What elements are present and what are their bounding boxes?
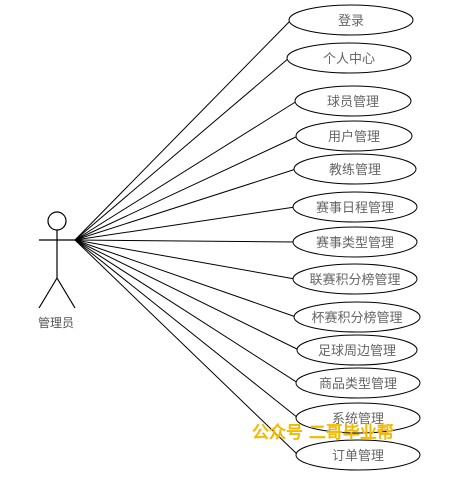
use-case-ellipse	[292, 191, 418, 223]
use-case-ellipse	[296, 334, 418, 366]
association-line	[74, 239, 299, 456]
use-case-label: 杯赛积分榜管理	[311, 310, 402, 326]
use-case-label: 订单管理	[332, 449, 384, 464]
association-line	[74, 57, 290, 241]
use-case-ellipse	[292, 226, 418, 258]
use-case-ellipse	[295, 367, 421, 399]
actor-right-leg	[56, 277, 76, 309]
association-line	[74, 239, 296, 243]
association-line	[74, 206, 296, 241]
use-case-ellipse	[295, 120, 413, 152]
use-case-label: 系统管理	[332, 412, 384, 427]
use-case-label: 登录	[338, 14, 364, 29]
use-case-label: 赛事类型管理	[316, 235, 394, 251]
use-case-ellipse	[294, 85, 412, 117]
use-case-label: 教练管理	[329, 162, 381, 178]
use-case-ellipse	[293, 153, 417, 185]
use-case-label: 足球周边管理	[318, 344, 396, 359]
association-line	[74, 100, 298, 241]
use-cases: 登录个人中心球员管理用户管理教练管理赛事日程管理赛事类型管理联赛积分榜管理杯赛积…	[286, 4, 421, 471]
association-line	[74, 135, 299, 241]
actor-head	[47, 211, 67, 231]
use-case-ellipse	[295, 402, 421, 434]
association-line	[74, 239, 300, 351]
watermark-text: 公众号 二哥毕业帮	[252, 422, 394, 443]
association-line	[74, 239, 299, 419]
association-lines	[74, 19, 300, 456]
use-case-label: 联赛积分榜管理	[309, 272, 400, 288]
use-case-ellipse	[288, 4, 414, 36]
association-line	[74, 239, 299, 384]
association-line	[74, 239, 297, 318]
use-case-label: 商品类型管理	[319, 377, 397, 392]
actor: 管理员	[38, 211, 76, 330]
use-case-ellipse	[293, 301, 421, 333]
actor-label: 管理员	[38, 315, 74, 330]
association-line	[74, 168, 297, 241]
use-case-ellipse	[295, 439, 421, 471]
use-case-ellipse	[286, 42, 412, 74]
association-line	[74, 239, 296, 280]
actor-left-leg	[38, 277, 58, 309]
use-case-ellipse	[292, 263, 418, 295]
use-case-label: 个人中心	[323, 52, 375, 67]
use-case-label: 赛事日程管理	[316, 200, 394, 216]
use-case-label: 用户管理	[328, 129, 380, 145]
use-case-label: 球员管理	[327, 95, 379, 110]
association-line	[74, 19, 292, 241]
